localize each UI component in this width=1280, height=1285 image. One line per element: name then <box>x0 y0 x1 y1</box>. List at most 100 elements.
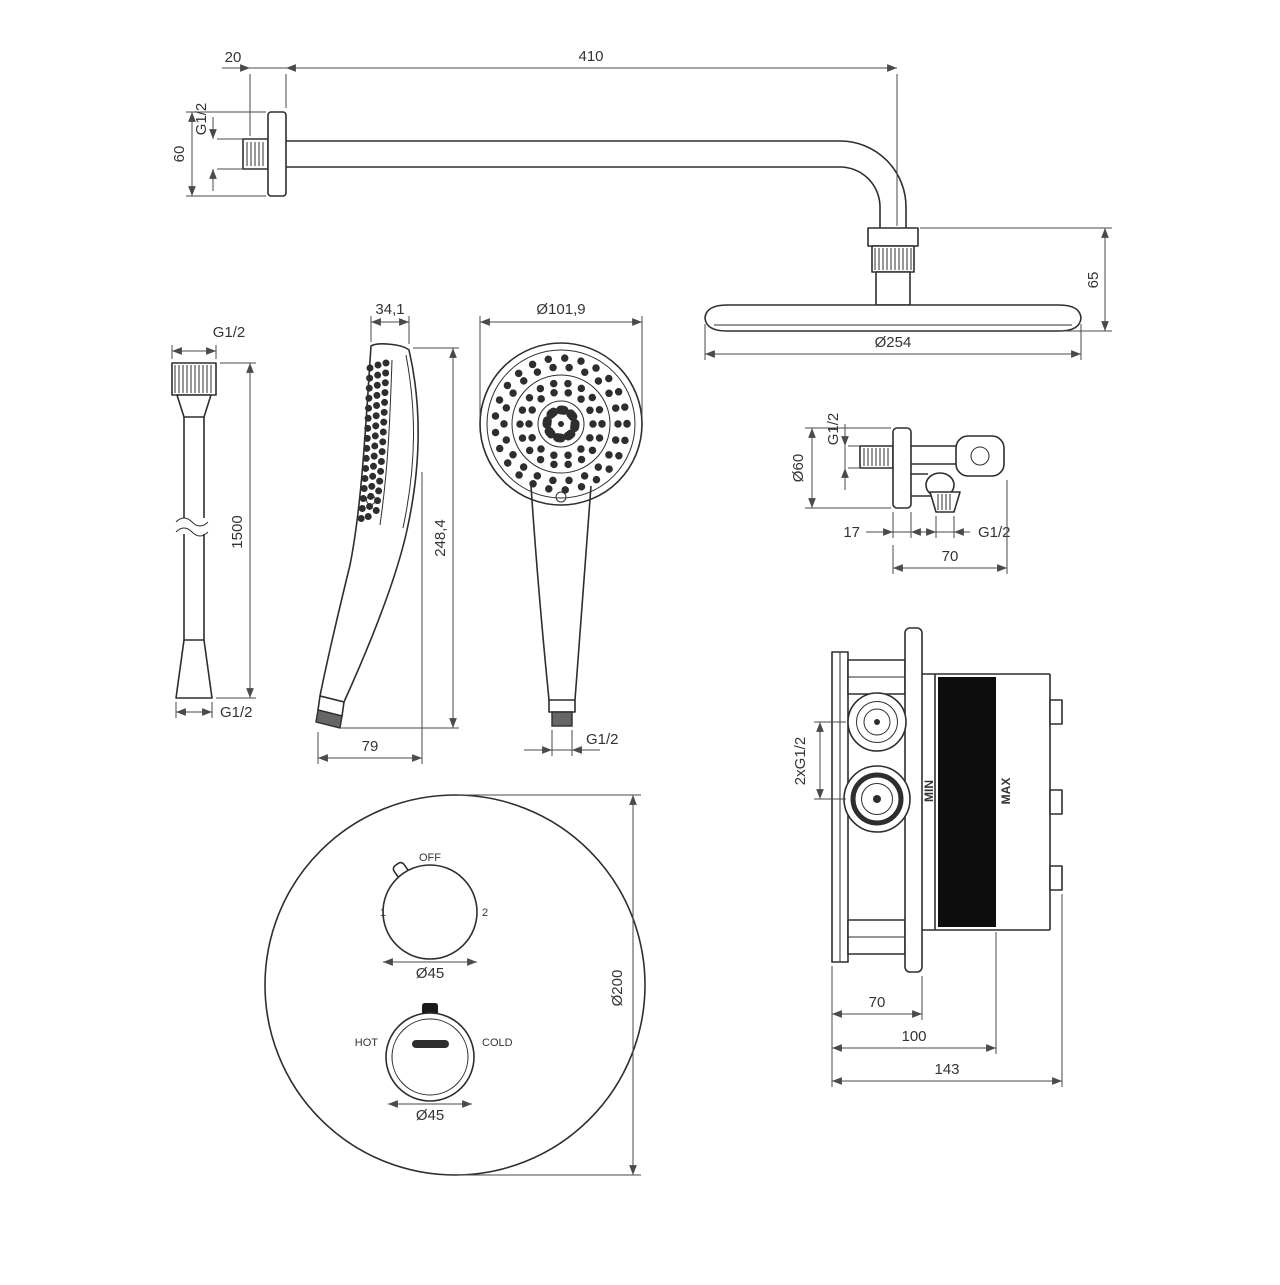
face-dots-row1 <box>357 364 374 524</box>
outlet-g12-ext <box>844 445 860 469</box>
hose-bottom-collar <box>175 639 213 699</box>
connector-rib-hatch <box>874 248 912 270</box>
outlet-nozzle-hatch <box>937 494 951 510</box>
outlet-nozzle-cone <box>929 491 961 513</box>
hand-shower-front-tip <box>551 711 573 727</box>
label-cold: COLD <box>482 1037 513 1049</box>
dim-flange-diameter: 60 <box>171 146 188 163</box>
outlet-escutcheon <box>892 427 912 509</box>
hand-shower-front-nozzle <box>548 699 576 713</box>
dim-hand-shower-width: 34,1 <box>375 301 404 318</box>
mixer-box: MIN MAX 2xG1/2 70 100 143 <box>792 627 1063 1087</box>
dim-escutcheon-diameter: Ø60 <box>790 454 807 482</box>
dim-hose-thread-top: G1/2 <box>213 324 246 341</box>
wall-outlet-elbow: G1/2 Ø60 17 G1/2 70 <box>790 413 1011 574</box>
arm-wall-flange <box>267 111 287 197</box>
spray-dots-ring3 <box>516 379 606 469</box>
dim-escutcheon-depth: 17 <box>843 524 860 541</box>
mixer-port-top-ring <box>856 701 898 743</box>
safety-stop-button <box>422 1003 438 1013</box>
hand-shower-front-view: Ø101,9 G1/2 <box>479 301 643 756</box>
dim-plate-diameter: Ø200 <box>609 970 626 1007</box>
trim-plate: OFF 1 2 Ø45 HOT COLD Ø45 Ø200 <box>264 794 646 1176</box>
dim-mixer-depth-143: 143 <box>934 1061 959 1078</box>
dim-mixer-depth-100: 100 <box>901 1028 926 1045</box>
spray-center-dot <box>558 421 564 427</box>
hose-break-symbol <box>175 517 209 537</box>
front-g12-ext <box>551 730 573 756</box>
front-1019-ext <box>479 316 643 416</box>
dim-hand-shower-depth: 79 <box>362 738 379 755</box>
label-position-2: 2 <box>482 907 488 919</box>
label-max: MAX <box>999 778 1013 805</box>
mixer-bottom-ext <box>831 894 1063 1087</box>
shower-head-profile <box>704 304 1082 332</box>
arm-connector-nut <box>867 227 919 247</box>
dim-diverter-knob: Ø45 <box>416 965 444 982</box>
dim-mixer-depth-70: 70 <box>869 994 886 1011</box>
hand-shower-side-inner-line <box>402 354 414 529</box>
label-min: MIN <box>922 780 936 802</box>
outlet-holder-hole <box>970 446 990 466</box>
mixer-housing <box>922 673 1051 931</box>
mixer-clip-top <box>1049 699 1063 725</box>
shower-hose: G1/2 1500 G1/2 <box>171 324 256 721</box>
dim-head-face-diameter: Ø101,9 <box>536 301 585 318</box>
outlet-17-ext <box>892 512 912 538</box>
dim-outlet-connection: G1/2 <box>978 524 1011 541</box>
dim-arm-length: 410 <box>578 48 603 65</box>
hose-fitting-knurl <box>174 365 212 393</box>
dim-flange-offset: 20 <box>225 49 242 66</box>
arm-tube-outer <box>286 140 907 228</box>
head-65-extensions <box>920 227 1112 332</box>
dim-hose-thread-bottom: G1/2 <box>220 704 253 721</box>
dim-temperature-knob: Ø45 <box>416 1107 444 1124</box>
dim-head-height: 65 <box>1085 272 1102 289</box>
dim-hand-shower-height: 248,4 <box>432 519 449 557</box>
trim-plate-circle <box>264 794 646 1176</box>
outlet-holder-cup <box>955 435 1005 477</box>
hand-shower-face-edge <box>379 359 393 526</box>
hand-shower-head-rim <box>486 349 636 499</box>
mixer-port-bottom-ring <box>850 772 904 826</box>
face-dots-row2 <box>364 361 382 522</box>
mixer-port-bottom-mid <box>861 783 893 815</box>
temperature-knob-inner <box>391 1018 469 1096</box>
dim-hose-length: 1500 <box>229 515 246 548</box>
dim-outlet-reach: 70 <box>942 548 959 565</box>
label-hot: HOT <box>355 1037 379 1049</box>
arm-thread-hatch <box>246 142 264 166</box>
hose-g12-bottom-ext <box>175 702 213 718</box>
dim-mixer-connections: 2xG1/2 <box>792 737 809 785</box>
hose-break-mask <box>180 518 208 534</box>
hand-shower-handle <box>530 485 592 701</box>
mixer-clip-middle <box>1049 789 1063 815</box>
arm-60-extensions <box>186 111 266 197</box>
outlet-holder-arm <box>911 445 958 465</box>
hand-shower-mid-ring <box>511 374 611 474</box>
hand-shower-hook-detail <box>366 495 376 505</box>
label-position-1: 1 <box>380 907 386 919</box>
dim-head-diameter: Ø254 <box>875 334 912 351</box>
mixer-port-top-dot <box>874 719 880 725</box>
hose-top-collar <box>176 394 212 418</box>
label-off: OFF <box>419 852 441 864</box>
trim-200-ext <box>458 794 641 1176</box>
outlet-thread-hatch <box>863 448 889 466</box>
outlet-boss-links <box>911 473 932 497</box>
spray-dots-ring4 <box>525 388 597 460</box>
spray-dots-ring1 <box>491 354 631 494</box>
hand-shower-side-tip <box>315 709 343 729</box>
temperature-knob-marking <box>412 1040 449 1048</box>
arm-g12-extensions <box>217 138 243 170</box>
hose-g12-top-ext <box>171 345 217 359</box>
mixer-clip-bottom <box>1049 865 1063 891</box>
temperature-knob <box>385 1012 475 1102</box>
arm-extension-lines <box>249 74 898 226</box>
face-pivot-dot <box>555 491 567 503</box>
outlet-60-ext <box>805 427 891 509</box>
arm-connector-ribbed <box>871 245 915 273</box>
spray-center-nozzles <box>542 405 580 443</box>
